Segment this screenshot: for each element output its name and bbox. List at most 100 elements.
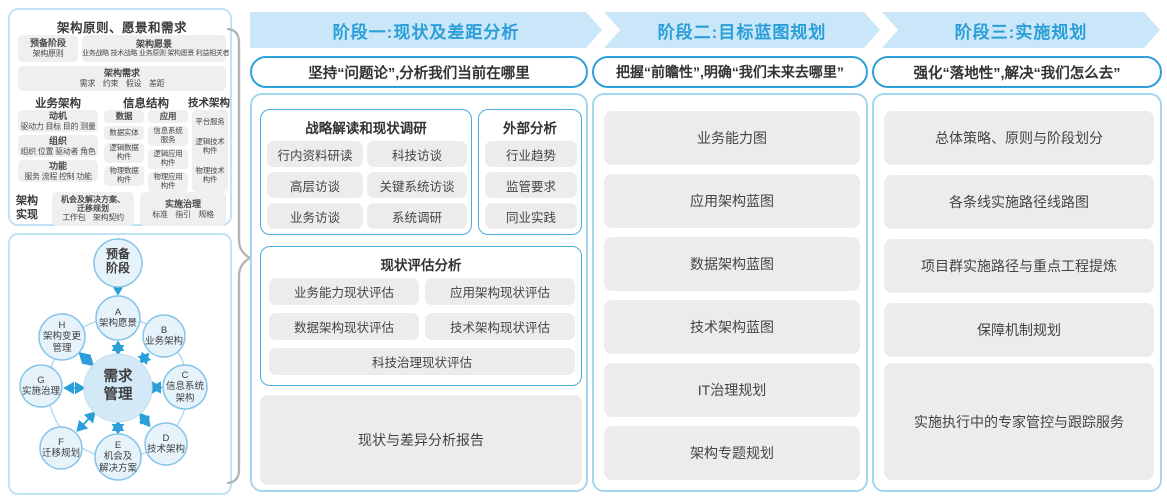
phase2-item: 数据架构蓝图: [604, 237, 860, 291]
prep-stage-box: 预备阶段 架构原则: [18, 35, 78, 62]
node-e-circle: [94, 433, 142, 481]
survey-item: 高层访谈: [267, 172, 363, 198]
node-c-circle: [162, 364, 208, 410]
platform-service: 平台服务: [195, 116, 225, 126]
external-item: 同业实践: [485, 203, 577, 229]
node-a-circle: [95, 295, 141, 341]
organization-title: 组织: [48, 135, 67, 146]
business-arch-header: 业务架构: [35, 98, 81, 110]
vision-detail: 业务战略 技术战略 业务原则 架构愿景 利益相关者: [82, 49, 230, 57]
data-entity: 数据实体: [104, 126, 144, 140]
arrow-center-b: [137, 351, 152, 365]
info-system-service: 信息系统 服务: [148, 126, 188, 146]
phase2-item: 技术架构蓝图: [604, 300, 860, 354]
phase3-banner: 阶段三:实施规划: [882, 12, 1160, 48]
logical-data-comp: 逻辑数据 构件: [104, 143, 144, 163]
function-detail: 服务 流程 控制 功能: [24, 171, 92, 181]
survey-item: 业务访谈: [267, 203, 363, 229]
phase1-column: 战略解读和现状调研 行内资料研读 科技访谈 高层访谈 关键系统访谈 业务访谈 系…: [250, 93, 588, 492]
phase2-item: IT治理规划: [604, 363, 860, 417]
business-box-function: 功能 服务 流程 控制 功能: [18, 160, 98, 182]
function-title: 功能: [48, 160, 67, 171]
governance-box: 实施治理 标准 指引 规格: [140, 192, 226, 226]
technology-box: 平台服务 逻辑技术 构件 物理技术 构件: [192, 110, 228, 192]
external-title: 外部分析: [503, 121, 557, 136]
governance-detail: 标准 指引 规格: [152, 209, 214, 219]
opportunity-box: 机会及解决方案、 迁移规划 工作包 架构契约: [52, 192, 134, 226]
opportunity-title: 机会及解决方案、 迁移规划: [61, 195, 125, 214]
requirements-title: 架构需求: [103, 68, 140, 79]
assessment-item: 数据架构现状评估: [269, 313, 419, 340]
physical-app-comp: 物理应用 构件: [148, 172, 188, 192]
architecture-framework-panel: 架构原则、愿景和需求 预备阶段 架构原则 架构愿景 业务战略 技术战略 业务原则…: [8, 8, 232, 226]
phase2-item: 架构专题规划: [604, 426, 860, 480]
assessment-item: 科技治理现状评估: [269, 348, 575, 375]
phase3-item: 项目群实施路径与重点工程提炼: [884, 239, 1154, 293]
phase1-slogan: 坚持“问题论”,分析我们当前在哪里: [250, 56, 588, 88]
business-box-organization: 组织 组织 位置 驱动者 角色: [18, 135, 98, 157]
arrow-center-h: [78, 351, 95, 367]
survey-item: 关键系统访谈: [367, 172, 467, 198]
phase3-item: 保障机制规划: [884, 303, 1154, 357]
app-col-title: 应用: [148, 110, 188, 123]
phase3-slogan: 强化“落地性”,解决“我们怎么去”: [872, 56, 1162, 88]
vision-title: 架构愿景: [135, 38, 172, 49]
physical-tech-comp: 物理技术 构件: [195, 165, 225, 184]
business-box-motivation: 动机 驱动力 目标 目的 测量: [18, 110, 98, 132]
node-b-circle: [142, 314, 186, 358]
adm-cycle-panel: 预备 阶段 需求 管理 A 架构愿景 B 业务架构 C 信息系统 架构 D 技术…: [8, 233, 232, 495]
vision-box: 架构愿景 业务战略 技术战略 业务原则 架构愿景 利益相关者: [82, 35, 230, 62]
gap-report-box: 现状与差异分析报告: [260, 395, 582, 485]
phase3-column: 总体策略、原则与阶段划分 各条线实施路径线路图 项目群实施路径与重点工程提炼 保…: [872, 93, 1162, 492]
prep-stage-title: 预备阶段: [29, 38, 66, 49]
phase3-item: 实施执行中的专家管控与跟踪服务: [884, 363, 1154, 480]
survey-title: 战略解读和现状调研: [305, 121, 427, 136]
phase2-banner: 阶段二:目标蓝图规划: [604, 12, 880, 48]
external-item: 行业趋势: [485, 141, 577, 167]
realization-label: 架构 实现: [16, 195, 38, 221]
assessment-item: 技术架构现状评估: [425, 313, 575, 340]
phase3-item: 总体策略、原则与阶段划分: [884, 111, 1154, 165]
node-h-circle: [38, 313, 86, 361]
prep-circle: [93, 238, 143, 288]
node-d-circle: [144, 422, 188, 466]
requirements-box: 架构需求 需求 约束 假设 差距: [18, 66, 226, 91]
motivation-detail: 驱动力 目标 目的 测量: [20, 121, 96, 131]
arrow-center-f: [76, 411, 96, 432]
phase2-column: 业务能力图 应用架构蓝图 数据架构蓝图 技术架构蓝图 IT治理规划 架构专题规划: [592, 93, 868, 492]
assessment-item: 业务能力现状评估: [269, 278, 419, 305]
phase2-item: 应用架构蓝图: [604, 174, 860, 228]
information-header: 信息结构: [123, 98, 169, 110]
node-g-circle: [19, 364, 63, 408]
grouping-brace: [226, 28, 252, 484]
phase2-item: 业务能力图: [604, 111, 860, 165]
survey-item: 科技访谈: [367, 141, 467, 167]
physical-data-comp: 物理数据 构件: [104, 166, 144, 186]
arrow-center-d: [138, 412, 151, 428]
assessment-title: 现状评估分析: [380, 258, 462, 273]
adm-cycle-graphic: [19, 238, 208, 481]
requirements-detail: 需求 约束 假设 差距: [79, 79, 165, 89]
phase1-banner: 阶段一:现状及差距分析: [250, 12, 602, 48]
technology-header: 技术架构: [188, 97, 230, 109]
external-box: 外部分析 行业趋势 监管要求 同业实践: [478, 109, 582, 235]
opportunity-detail: 工作包 架构契约: [62, 213, 124, 223]
governance-title: 实施治理: [164, 198, 201, 209]
phase3-item: 各条线实施路径线路图: [884, 175, 1154, 229]
assessment-item: 应用架构现状评估: [425, 278, 575, 305]
assessment-box: 现状评估分析 业务能力现状评估 应用架构现状评估 数据架构现状评估 技术架构现状…: [260, 246, 582, 386]
logical-app-comp: 逻辑应用 构件: [148, 149, 188, 169]
framework-title: 架构原则、愿景和需求: [56, 21, 187, 35]
node-f-circle: [39, 426, 83, 470]
external-item: 监管要求: [485, 172, 577, 198]
center-circle: [83, 353, 153, 423]
phase2-slogan: 把握“前瞻性”,明确“我们未来去哪里”: [592, 56, 868, 88]
survey-item: 系统调研: [367, 203, 467, 229]
motivation-title: 动机: [48, 110, 67, 121]
survey-item: 行内资料研读: [267, 141, 363, 167]
data-col-title: 数据: [104, 110, 144, 123]
prep-stage-detail: 架构原则: [32, 49, 64, 59]
logical-tech-comp: 逻辑技术 构件: [195, 137, 225, 155]
organization-detail: 组织 位置 驱动者 角色: [20, 146, 96, 156]
